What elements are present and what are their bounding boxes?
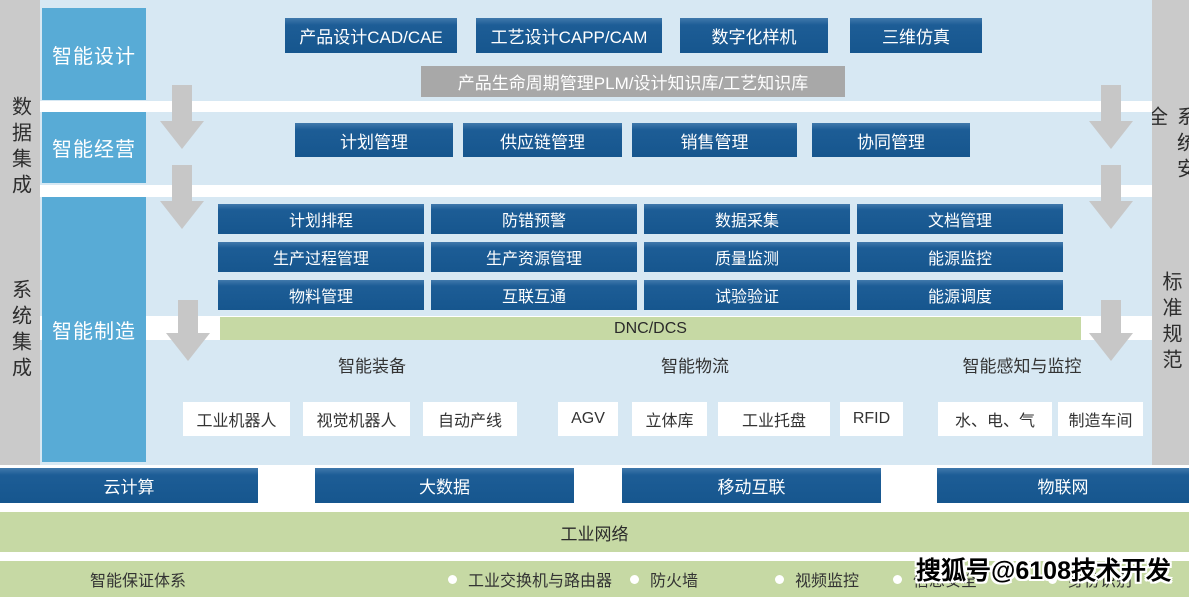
left-rail-label-system-integration: 系统集成 xyxy=(8,279,31,383)
down-arrow-icon xyxy=(166,333,210,361)
operation-box-plan-mgmt: 计划管理 xyxy=(295,123,453,157)
design-box-3d-simulation: 三维仿真 xyxy=(850,18,982,53)
logistics-box-stereo-warehouse: 立体库 xyxy=(632,402,707,436)
left-rail-label-data-integration: 数据集成 xyxy=(8,96,31,200)
bullet-icon xyxy=(630,574,639,584)
mes-box: 生产过程管理 xyxy=(218,242,424,272)
bullet-icon xyxy=(1048,574,1057,584)
layer-label-smart-manufacturing: 智能制造 xyxy=(42,197,146,462)
watermark: 搜狐号@6108技术开发 xyxy=(916,557,1171,585)
operation-box-collab-mgmt: 协同管理 xyxy=(812,123,970,157)
down-arrow-icon xyxy=(1089,333,1133,361)
mes-box: 试验验证 xyxy=(644,280,850,310)
mes-box: 能源调度 xyxy=(857,280,1063,310)
down-arrow-icon xyxy=(1101,300,1121,334)
assurance-item-label: 防火墙 xyxy=(650,573,699,590)
left-rail xyxy=(0,0,40,465)
equipment-box-auto-line: 自动产线 xyxy=(423,402,517,436)
platform-bar-mobile-internet: 移动互联 xyxy=(622,468,881,503)
bullet-icon xyxy=(893,574,902,584)
equipment-box-vision-robot: 视觉机器人 xyxy=(303,402,410,436)
down-arrow-icon xyxy=(1101,165,1121,202)
logistics-box-rfid: RFID xyxy=(840,402,903,436)
mes-box: 生产资源管理 xyxy=(431,242,637,272)
design-box-cad-cae: 产品设计CAD/CAE xyxy=(285,18,457,53)
assurance-item-info-security: 信息安全 xyxy=(893,561,977,597)
down-arrow-icon xyxy=(160,121,204,149)
assurance-item-firewall: 防火墙 xyxy=(630,561,698,597)
mes-box: 质量监测 xyxy=(644,242,850,272)
group-label-smart-equipment: 智能装备 xyxy=(338,356,406,376)
assurance-item-label: 信息安全 xyxy=(913,573,978,590)
layer-label-smart-design: 智能设计 xyxy=(42,8,146,100)
platform-bar-cloud-computing: 云计算 xyxy=(0,468,258,503)
mes-box: 能源监控 xyxy=(857,242,1063,272)
mes-box: 互联互通 xyxy=(431,280,637,310)
logistics-box-industrial-pallet: 工业托盘 xyxy=(718,402,830,436)
assurance-item-label: 身份识别 xyxy=(1068,573,1133,590)
assurance-item-video-monitoring: 视频监控 xyxy=(775,561,859,597)
down-arrow-icon xyxy=(160,201,204,229)
mes-box: 防错预警 xyxy=(431,204,637,234)
mes-box: 物料管理 xyxy=(218,280,424,310)
down-arrow-icon xyxy=(172,85,192,122)
right-rail-label-standards: 标准规范 xyxy=(1159,270,1181,375)
design-box-capp-cam: 工艺设计CAPP/CAM xyxy=(476,18,662,53)
down-arrow-icon xyxy=(1101,85,1121,122)
sensing-box-workshop: 制造车间 xyxy=(1058,402,1143,436)
group-label-smart-sensing: 智能感知与监控 xyxy=(962,356,1082,376)
group-label-smart-logistics: 智能物流 xyxy=(661,356,729,376)
down-arrow-icon xyxy=(1089,121,1133,149)
mes-box: 计划排程 xyxy=(218,204,424,234)
assurance-item-label: 工业交换机与路由器 xyxy=(468,573,613,590)
assurance-item-identity: 身份识别 xyxy=(1048,561,1132,597)
down-arrow-icon xyxy=(1089,201,1133,229)
assurance-system-bar xyxy=(0,561,1189,597)
mes-box: 文档管理 xyxy=(857,204,1063,234)
platform-bar-big-data: 大数据 xyxy=(315,468,574,503)
assurance-item-label: 视频监控 xyxy=(795,573,860,590)
operation-box-supply-chain: 供应链管理 xyxy=(463,123,622,157)
down-arrow-icon xyxy=(178,300,198,334)
layer-label-smart-operation: 智能经营 xyxy=(42,112,146,183)
industrial-network-bar: 工业网络 xyxy=(0,512,1189,552)
assurance-system-label: 智能保证体系 xyxy=(90,561,186,597)
logistics-box-agv: AGV xyxy=(558,402,618,436)
bullet-icon xyxy=(775,574,784,584)
plm-knowledge-bar: 产品生命周期管理PLM/设计知识库/工艺知识库 xyxy=(421,66,845,97)
design-box-digital-mockup: 数字化样机 xyxy=(680,18,828,53)
bullet-icon xyxy=(448,574,457,584)
assurance-label-text: 智能保证体系 xyxy=(90,573,187,590)
right-rail-label-system-security: 系统安全 xyxy=(1144,106,1189,184)
down-arrow-icon xyxy=(172,165,192,202)
platform-bar-iot: 物联网 xyxy=(937,468,1189,503)
equipment-box-industrial-robot: 工业机器人 xyxy=(183,402,290,436)
assurance-item-switch-router: 工业交换机与路由器 xyxy=(448,561,612,597)
operation-box-sales-mgmt: 销售管理 xyxy=(632,123,797,157)
mes-box: 数据采集 xyxy=(644,204,850,234)
sensing-box-utilities: 水、电、气 xyxy=(938,402,1052,436)
right-rail xyxy=(1152,0,1189,465)
dnc-dcs-bar: DNC/DCS xyxy=(220,317,1081,340)
